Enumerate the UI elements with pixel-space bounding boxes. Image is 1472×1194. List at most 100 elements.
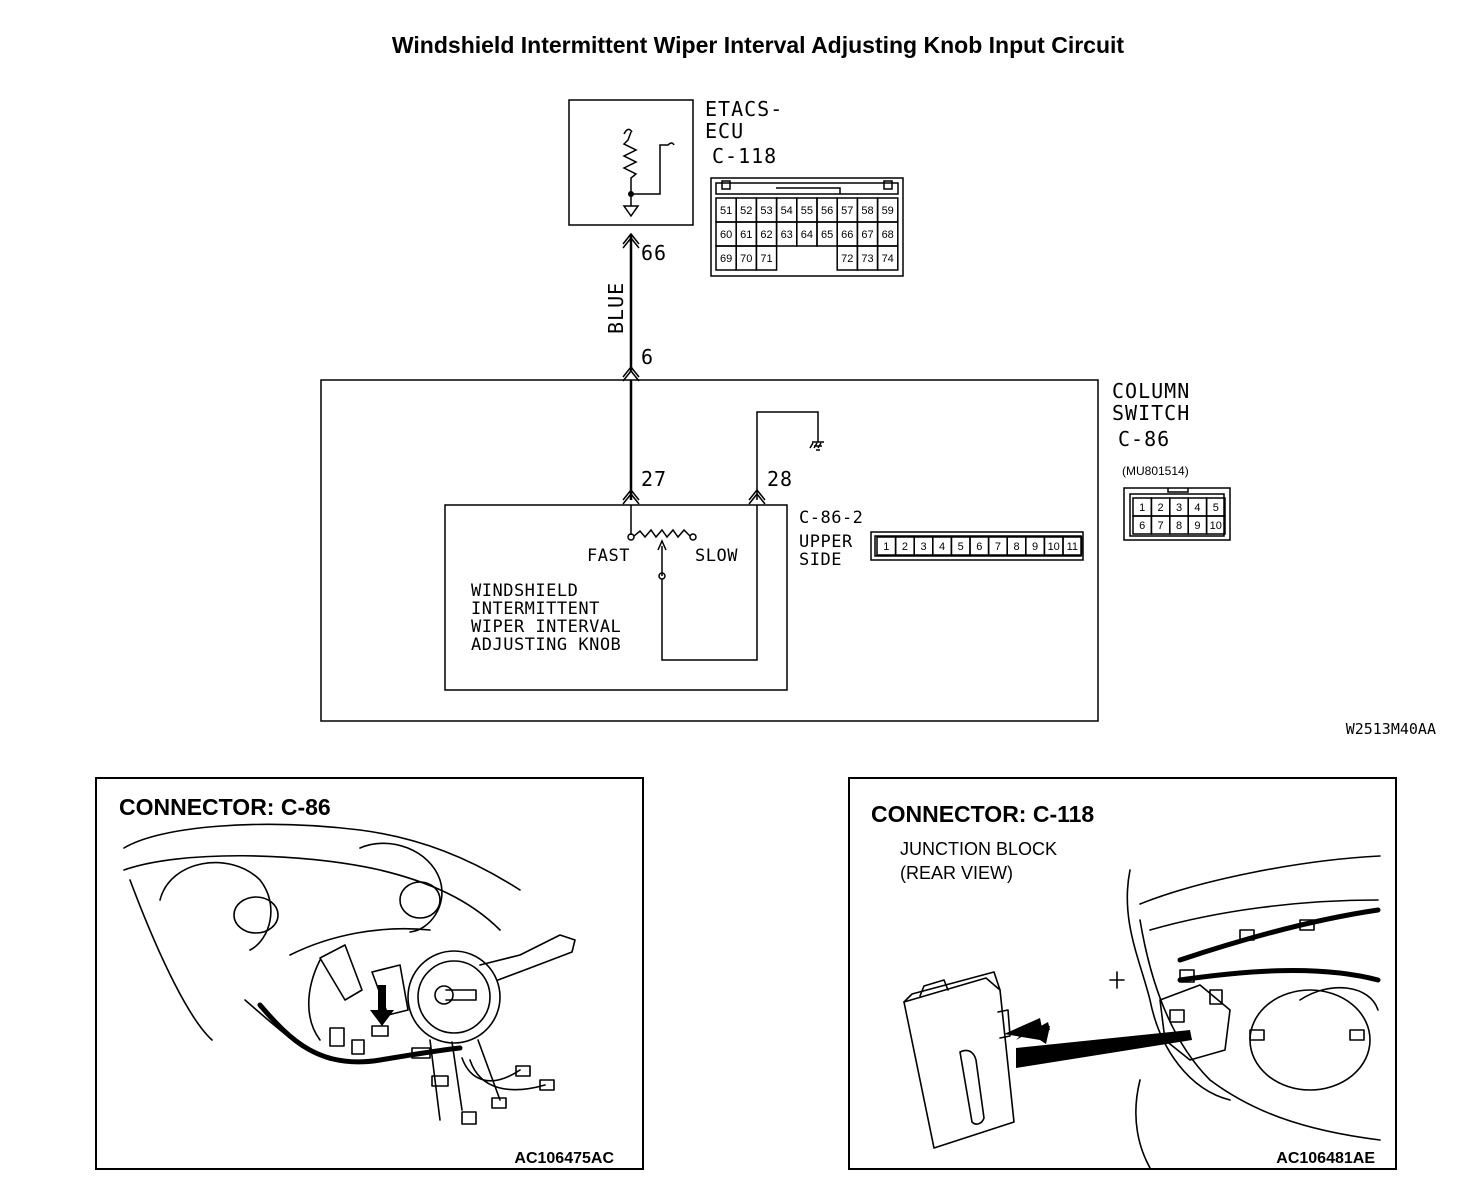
connector-pin-number: 11 [1067, 541, 1078, 553]
wiper-arrow-icon [657, 539, 667, 576]
callout-beam [1016, 1030, 1192, 1068]
connector-pin-number: 58 [861, 205, 873, 217]
switch-terminal-arrow-icon [622, 365, 640, 382]
connector-pin-number: 69 [720, 253, 732, 265]
knob-box [444, 504, 788, 691]
connector-pin-number: 52 [740, 205, 752, 217]
connector-pin-number: 3 [920, 541, 926, 553]
etacs-ecu-name-2: ECU [705, 119, 744, 143]
connector-pin-number: 6 [976, 541, 982, 553]
panel-frame [848, 777, 1397, 1170]
panel-heading: CONNECTOR: C-86 [119, 794, 331, 820]
etacs-ecu-name-1: ETACS- [705, 97, 783, 121]
panel-frame [95, 777, 644, 1170]
sense-line [631, 142, 675, 195]
page-title: Windshield Intermittent Wiper Interval A… [392, 32, 1125, 58]
panel-code: AC106481AE [1276, 1150, 1375, 1167]
column-switch-name-1: COLUMN [1112, 379, 1190, 403]
internal-wire-28 [756, 411, 819, 500]
connector-pin-cell [1205, 515, 1226, 535]
connector-pin-number: 54 [781, 205, 793, 217]
wire-color-label: BLUE [604, 282, 628, 334]
connector-pin-number: 71 [760, 253, 772, 265]
connector-pin-number: 8 [1013, 541, 1019, 553]
variable-resistor-symbol [633, 528, 691, 539]
connector-pin-number: 9 [1032, 541, 1038, 553]
connector-pin-number: 8 [1176, 520, 1182, 532]
connector-pin-number: 7 [995, 541, 1001, 553]
connector-pin-number: 73 [861, 253, 873, 265]
knob-label-4: ADJUSTING KNOB [471, 635, 621, 655]
column-switch-box [320, 379, 1099, 722]
connector-pin-number: 2 [1158, 502, 1164, 514]
connector-pin-number: 1 [1139, 502, 1145, 514]
ecu-terminal-arrow-icon [622, 232, 640, 249]
connector-pin-number: 5 [1213, 502, 1219, 514]
connector-pin-number: 68 [882, 229, 894, 241]
connector-pin-number: 61 [740, 229, 752, 241]
sub-connector-name: C-86-2 [799, 508, 863, 528]
etacs-ecu-box [568, 99, 694, 226]
fast-label: FAST [587, 546, 630, 566]
connector-pin-number: 64 [801, 229, 813, 241]
connector-pin-number: 57 [841, 205, 853, 217]
column-switch-connector: C-86 [1118, 427, 1170, 451]
connector-pin-number: 10 [1048, 541, 1060, 553]
connector-pin-number: 10 [1210, 520, 1222, 532]
connector-pin-number: 2 [902, 541, 908, 553]
knob-pin-28: 28 [767, 467, 793, 491]
connector-pin-number: 4 [1194, 502, 1200, 514]
location-arrow-icon [1004, 1018, 1050, 1044]
panel-sub-line-1: JUNCTION BLOCK [900, 839, 1057, 859]
connector-pin-number: 4 [939, 541, 945, 553]
connector-pin-number: 7 [1158, 520, 1164, 532]
connector-pin-number: 51 [720, 205, 732, 217]
connector-pin-number: 70 [740, 253, 752, 265]
connector-pin-number: 62 [760, 229, 772, 241]
connector-pin-cell [755, 245, 778, 271]
knob-lead-right [661, 505, 758, 661]
knob-label-3: WIPER INTERVAL [471, 617, 621, 637]
connector-pin-number: 55 [801, 205, 813, 217]
connector-pin-number: 63 [781, 229, 793, 241]
connector-pin-number: 56 [821, 205, 833, 217]
ground-triangle-icon [622, 194, 640, 218]
connector-pin-number: 65 [821, 229, 833, 241]
connector-pin-number: 3 [1176, 502, 1182, 514]
pin-28-arrow-icon [748, 488, 766, 505]
diagram-code: W2513M40AA [1346, 720, 1436, 738]
connector-pin-number: 74 [882, 253, 894, 265]
connector-pin-number: 6 [1139, 520, 1145, 532]
connector-pin-number: 5 [958, 541, 964, 553]
column-switch-name-2: SWITCH [1112, 401, 1190, 425]
ground-icon [809, 441, 824, 451]
switch-pin-6: 6 [641, 345, 654, 369]
panel-code: AC106475AC [514, 1150, 614, 1167]
steering-column-illustration [123, 823, 576, 1125]
panel-sub-line-2: (REAR VIEW) [900, 863, 1013, 883]
blue-wire: 66 BLUE 6 [604, 232, 666, 382]
slow-label: SLOW [695, 546, 738, 566]
sub-connector-side-1: UPPER [799, 532, 853, 552]
etacs-connector-label: C-118 [712, 144, 777, 168]
junction-block-illustration [903, 855, 1381, 1169]
connector-pin-number: 59 [882, 205, 894, 217]
pullup-resistor-symbol [622, 131, 638, 194]
knob-label-2: INTERMITTENT [471, 599, 600, 619]
connector-pin-number: 72 [841, 253, 853, 265]
connector-pin-cell [1062, 536, 1083, 556]
connector-pin-number: 60 [720, 229, 732, 241]
connector-pin-number: 66 [841, 229, 853, 241]
connector-c118-location-panel: CONNECTOR: C-118 JUNCTION BLOCK (REAR VI… [848, 777, 1397, 1170]
column-switch-part-number: (MU801514) [1122, 464, 1189, 478]
pin-27-arrow-icon [622, 488, 640, 505]
connector-c86-location-panel: CONNECTOR: C-86 AC106475AC [95, 777, 644, 1170]
panel-heading: CONNECTOR: C-118 [871, 801, 1094, 827]
connector-pin-number: 67 [861, 229, 873, 241]
